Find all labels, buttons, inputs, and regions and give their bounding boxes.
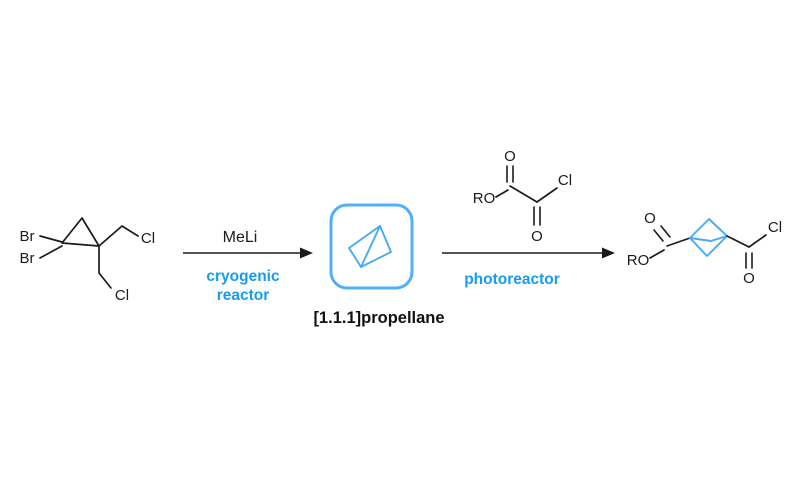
propellane-structure	[348, 225, 392, 268]
product-right-cage-bond	[726, 235, 750, 248]
propellane-right-bridge	[360, 225, 392, 268]
reagent-label-meli: MeLi	[223, 229, 258, 246]
reagent-atom-label-o-bottom: O	[531, 228, 543, 245]
reagent-atom-label-o-top: O	[504, 148, 516, 165]
reagent-atom-label-cl: Cl	[558, 172, 572, 189]
oxalyl-reagent-structure: O RO Cl O	[473, 148, 572, 245]
product-left-cage-bond	[666, 237, 691, 247]
atom-label-cl-top: Cl	[141, 230, 155, 247]
arrow-2-head	[602, 247, 615, 259]
reagent-atom-label-ro: RO	[473, 190, 496, 207]
reactant-structure: Br Br Cl Cl	[20, 217, 155, 304]
cyclopropane-ring-bond	[61, 217, 100, 247]
arrow-1-head	[300, 247, 313, 259]
propellane-central-bond	[360, 225, 381, 268]
condition-cryogenic-line2: reactor	[217, 287, 270, 304]
reagent-carbonyl-bottom-double-bond	[533, 206, 541, 226]
atom-label-br-top: Br	[20, 228, 35, 245]
reagent-cc-bond	[509, 185, 538, 203]
chloromethyl-bottom-bond	[98, 245, 112, 289]
product-structure: O RO O Cl	[627, 210, 782, 287]
br-bottom-bond	[39, 245, 63, 259]
reaction-arrow-1: MeLi cryogenic reactor	[183, 229, 313, 304]
condition-cryogenic-line1: cryogenic	[206, 268, 280, 285]
propellane-caption: [1.1.1]propellane	[313, 309, 444, 327]
product-atom-label-o-left: O	[644, 210, 656, 227]
reagent-cl-bond	[536, 187, 558, 203]
bcp-top-bridge	[689, 218, 728, 239]
product-atom-label-ro: RO	[627, 252, 650, 269]
atom-label-br-bottom: Br	[20, 250, 35, 267]
condition-photoreactor: photoreactor	[464, 271, 560, 288]
chloromethyl-top-bond	[98, 225, 139, 247]
product-right-carbonyl-double-bond	[745, 252, 753, 269]
reagent-ro-bond	[495, 189, 509, 198]
propellane-left-bridge	[348, 225, 381, 268]
bcp-cage	[689, 218, 728, 257]
product-ro-bond	[649, 249, 665, 259]
propellane-box: [1.1.1]propellane	[313, 203, 445, 327]
bcp-middle-bridge	[689, 235, 728, 242]
product-left-carbonyl-double-bond	[653, 225, 671, 242]
product-atom-label-cl: Cl	[768, 219, 782, 236]
reaction-arrow-2: photoreactor	[442, 247, 615, 288]
atom-label-cl-bottom: Cl	[115, 287, 129, 304]
reagent-carbonyl-top-double-bond	[506, 165, 514, 183]
bcp-bottom-bridge	[689, 235, 728, 257]
br-top-bond	[39, 235, 63, 243]
product-cl-bond	[748, 234, 767, 248]
product-atom-label-o-right: O	[743, 270, 755, 287]
